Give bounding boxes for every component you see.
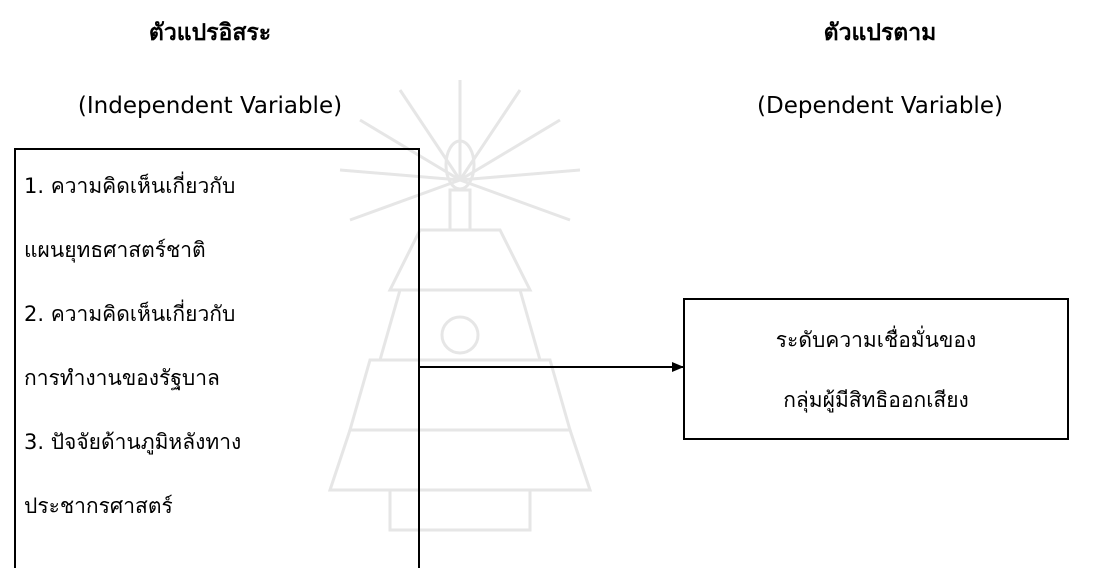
independent-title-en: (Independent Variable) xyxy=(77,93,343,119)
independent-item-3: 2. ความคิดเห็นเกี่ยวกับ xyxy=(24,302,236,326)
university-seal-watermark xyxy=(327,80,593,532)
relationship-arrow xyxy=(420,362,684,372)
dependent-title-th: ตัวแปรตาม xyxy=(823,20,937,46)
sun-rays xyxy=(339,80,581,222)
dependent-title-en: (Dependent Variable) xyxy=(757,93,1003,119)
independent-title-th: ตัวแปรอิสระ xyxy=(148,20,272,46)
dependent-variable-box: ระดับความเชื่อมั่นของ กลุ่มผู้มีสิทธิออก… xyxy=(683,298,1069,440)
independent-item-1: 1. ความคิดเห็นเกี่ยวกับ xyxy=(24,174,236,198)
independent-item-5: 3. ปัจจัยด้านภูมิหลังทาง xyxy=(24,430,242,454)
independent-item-2: แผนยุทธศาสตร์ชาติ xyxy=(24,238,206,262)
independent-item-4: การทำงานของรัฐบาล xyxy=(24,366,220,390)
dependent-line-1: ระดับความเชื่อมั่นของ xyxy=(775,328,977,352)
dependent-line-2: กลุ่มผู้มีสิทธิออกเสียง xyxy=(783,388,969,412)
independent-item-6: ประชากรศาสตร์ xyxy=(24,494,173,518)
independent-variables-box: 1. ความคิดเห็นเกี่ยวกับ แผนยุทธศาสตร์ชาต… xyxy=(14,148,420,568)
